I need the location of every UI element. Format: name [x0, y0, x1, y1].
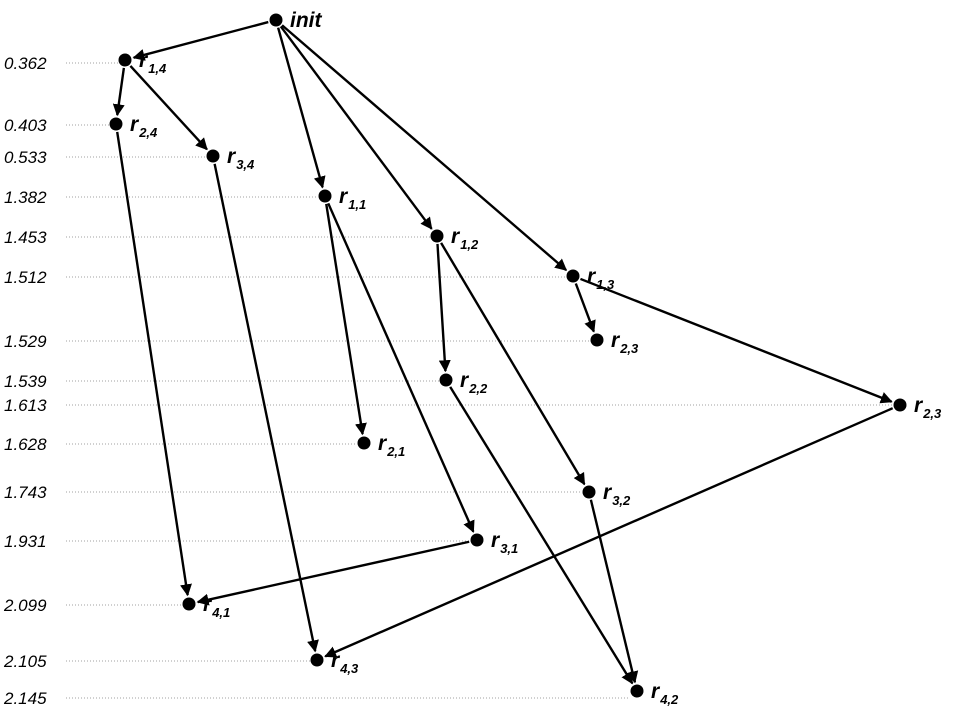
- node-label: r3,2: [603, 481, 631, 508]
- node-label: r2,3: [914, 394, 942, 421]
- node-init: init: [269, 9, 322, 32]
- node-dot: [118, 53, 132, 67]
- scale-label: 0.533: [4, 148, 47, 167]
- node-label: r4,3: [331, 649, 359, 676]
- edge-init-r13: [281, 24, 568, 272]
- node-dot: [269, 13, 283, 27]
- scale-label: 2.145: [3, 689, 47, 708]
- edge-init-r14: [132, 20, 269, 61]
- edge-r13-r23b: [580, 277, 893, 404]
- edges: [112, 20, 894, 685]
- scale-label: 0.403: [4, 116, 47, 135]
- node-r21: r2,1: [357, 432, 405, 459]
- scale-label: 1.512: [4, 268, 47, 287]
- edge-r14-r34: [129, 65, 208, 151]
- node-dot: [582, 485, 596, 499]
- node-label: r1,3: [587, 265, 615, 292]
- edge-r22-r42: [449, 386, 634, 685]
- scale-label: 2.099: [3, 596, 47, 615]
- node-dot: [318, 189, 332, 203]
- node-label: r2,4: [130, 113, 158, 140]
- scale-labels: 0.362 0.403 0.533 1.382 1.453 1.512 1.529 1.539…: [3, 54, 47, 708]
- node-r11: r1,1: [318, 185, 366, 212]
- scale-label: 0.362: [4, 54, 47, 73]
- node-dot: [893, 398, 907, 412]
- node-label: r3,4: [227, 145, 255, 172]
- edge-r32-r42: [589, 499, 639, 684]
- edge-r23b-r43: [324, 407, 894, 658]
- node-r41: r4,1: [182, 593, 230, 620]
- edge-r11-r21: [325, 203, 367, 436]
- node-label: r2,1: [378, 432, 405, 459]
- node-dot: [310, 653, 324, 667]
- node-label: init: [290, 9, 322, 32]
- node-dot: [357, 436, 371, 450]
- node-label: r1,1: [339, 185, 366, 212]
- scale-label: 1.931: [4, 532, 47, 551]
- edge-init-r12: [279, 25, 433, 230]
- node-r34: r3,4: [206, 145, 255, 172]
- node-dot: [109, 117, 123, 131]
- scale-label: 1.628: [4, 435, 47, 454]
- node-r31: r3,1: [470, 529, 518, 556]
- scale-label: 1.539: [4, 372, 47, 391]
- edge-r24-r41: [116, 131, 192, 597]
- edge-init-r11: [276, 27, 326, 189]
- node-dot: [439, 373, 453, 387]
- scale-label: 1.529: [4, 332, 47, 351]
- scale-label: 1.453: [4, 228, 47, 247]
- node-label: r1,2: [451, 225, 479, 252]
- node-r32: r3,2: [582, 481, 631, 508]
- node-dot: [470, 533, 484, 547]
- node-dot: [430, 229, 444, 243]
- node-dot: [182, 597, 196, 611]
- edge-r12-r22: [436, 243, 451, 373]
- node-r12: r1,2: [430, 225, 479, 252]
- node-r23b: r2,3: [893, 394, 942, 421]
- node-label: r1,4: [139, 49, 167, 76]
- node-r23a: r2,3: [590, 329, 639, 356]
- node-dot: [566, 269, 580, 283]
- node-dot: [206, 149, 220, 163]
- scale-label: 1.613: [4, 396, 47, 415]
- node-r42: r4,2: [630, 680, 679, 707]
- node-r13: r1,3: [566, 265, 615, 292]
- edge-r12-r32: [440, 242, 586, 486]
- node-label: r2,2: [460, 369, 488, 396]
- scale-label: 1.743: [4, 483, 47, 502]
- node-r24: r2,4: [109, 113, 158, 140]
- edge-r31-r41: [196, 540, 470, 606]
- edge-r34-r43: [213, 163, 319, 653]
- guide-lines: [66, 62, 892, 699]
- node-label: r3,1: [491, 529, 518, 556]
- scale-label: 2.105: [3, 652, 47, 671]
- edge-r14-r24: [112, 67, 126, 117]
- edge-r11-r31: [327, 202, 475, 533]
- nodes: init r1,4 r2,4 r3,4 r1,1 r1,2 r1,3 r2,3 r2,2 r2,3…: [109, 9, 942, 707]
- edge-r13-r23a: [574, 283, 596, 333]
- node-dot: [590, 333, 604, 347]
- node-label: r2,3: [611, 329, 639, 356]
- scale-label: 1.382: [4, 188, 47, 207]
- node-r43: r4,3: [310, 649, 359, 676]
- node-label: r4,2: [651, 680, 679, 707]
- node-label: r4,1: [203, 593, 230, 620]
- node-r14: r1,4: [118, 49, 167, 76]
- node-r22: r2,2: [439, 369, 488, 396]
- node-dot: [630, 684, 644, 698]
